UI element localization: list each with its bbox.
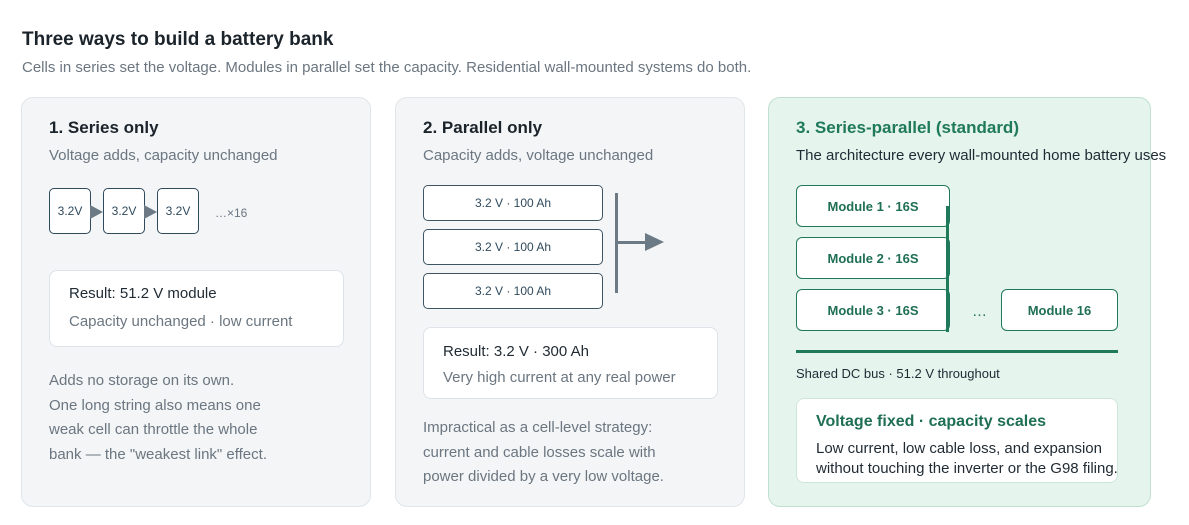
- series-parallel-result-line: Low current, low cable loss, and expansi…: [816, 440, 1102, 457]
- series-result-main: Result: 51.2 V module: [69, 285, 217, 302]
- series-arrow-icon: [144, 205, 157, 219]
- parallel-connector-bar: [615, 193, 618, 293]
- module-3: Module 3 · 16S: [796, 289, 950, 331]
- shared-dc-bus: [796, 350, 1118, 353]
- parallel-cell-1: 3.2 V · 100 Ah: [423, 185, 603, 221]
- series-result-sub: Capacity unchanged · low current: [69, 313, 293, 330]
- page-subtitle: Cells in series set the voltage. Modules…: [22, 59, 752, 76]
- series-note: Adds no storage on its own. One long str…: [49, 369, 267, 467]
- series-parallel-card: 3. Series-parallel (standard) The archit…: [768, 97, 1166, 507]
- series-result-box: Result: 51.2 V module Capacity unchanged…: [49, 270, 344, 347]
- parallel-result-box: Result: 3.2 V · 300 Ah Very high current…: [423, 327, 718, 399]
- parallel-card-subtitle: Capacity adds, voltage unchanged: [423, 147, 654, 164]
- series-note-line: One long string also means one: [49, 396, 261, 414]
- series-cell-3: 3.2V: [157, 188, 199, 234]
- series-parallel-result-line: without touching the inverter or the G98…: [816, 460, 1118, 477]
- parallel-note-line: current and cable losses scale with: [423, 443, 656, 461]
- parallel-arrow-icon: [645, 233, 664, 251]
- parallel-card-title: 2. Parallel only: [423, 118, 543, 137]
- series-note-line: Adds no storage on its own.: [49, 372, 235, 389]
- series-note-line: bank — the "weakest link" effect.: [49, 445, 267, 463]
- parallel-cell-2: 3.2 V · 100 Ah: [423, 229, 603, 265]
- module-1: Module 1 · 16S: [796, 185, 950, 227]
- series-card-title: 1. Series only: [49, 118, 159, 137]
- parallel-note-line: power divided by a very low voltage.: [423, 468, 664, 485]
- series-note-line: weak cell can throttle the whole: [49, 421, 258, 438]
- series-parallel-result-box: Voltage fixed · capacity scales Low curr…: [796, 398, 1118, 483]
- parallel-arrow-stem: [618, 241, 646, 244]
- module-2: Module 2 · 16S: [796, 237, 950, 279]
- series-parallel-result-main: Voltage fixed · capacity scales: [816, 413, 1047, 430]
- page-title: Three ways to build a battery bank: [22, 29, 334, 50]
- module-ellipsis: …: [972, 303, 987, 320]
- parallel-only-card: 2. Parallel only Capacity adds, voltage …: [395, 97, 745, 507]
- parallel-result-main: Result: 3.2 V · 300 Ah: [443, 343, 589, 360]
- series-parallel-card-title: 3. Series-parallel (standard): [796, 118, 1019, 137]
- module-16: Module 16: [1001, 289, 1118, 331]
- series-arrow-icon: [90, 205, 103, 219]
- parallel-cell-3: 3.2 V · 100 Ah: [423, 273, 603, 309]
- bus-label: Shared DC bus · 51.2 V throughout: [796, 366, 1000, 381]
- series-parallel-card-subtitle: The architecture every wall-mounted home…: [796, 147, 1167, 164]
- parallel-note: Impractical as a cell-level strategy: cu…: [423, 416, 664, 490]
- series-only-card: 1. Series only Voltage adds, capacity un…: [21, 97, 371, 507]
- parallel-note-line: Impractical as a cell-level strategy:: [423, 419, 653, 436]
- series-more-label: …×16: [215, 206, 248, 220]
- series-cell-2: 3.2V: [103, 188, 145, 234]
- parallel-result-sub: Very high current at any real power: [443, 369, 676, 386]
- series-cell-1: 3.2V: [49, 188, 91, 234]
- series-card-subtitle: Voltage adds, capacity unchanged: [49, 147, 278, 164]
- module-connector-bar: [946, 206, 949, 332]
